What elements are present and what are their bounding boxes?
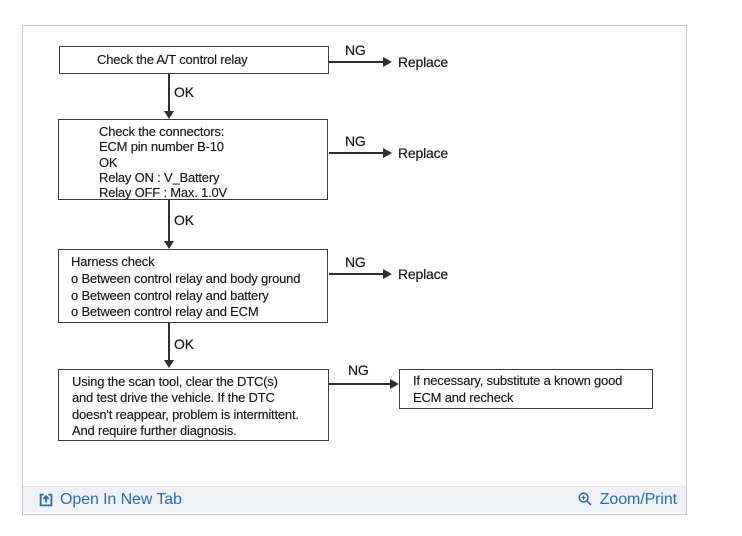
open-in-new-tab-icon bbox=[38, 492, 54, 508]
box-line: o Between control relay and body ground bbox=[71, 270, 301, 286]
diagram-viewer: Check the A/T control relay NG Replace O… bbox=[22, 25, 687, 515]
ng-label-3: NG bbox=[345, 254, 366, 270]
ok-arrowhead-2 bbox=[164, 241, 174, 249]
ng-arrowhead-3 bbox=[383, 269, 392, 279]
open-in-new-tab-link[interactable]: Open In New Tab bbox=[38, 491, 182, 509]
box-line: o Between control relay and ECM bbox=[71, 304, 259, 320]
ng-label-1: NG bbox=[345, 42, 366, 58]
box-line: ECM pin number B-10 bbox=[99, 139, 224, 155]
box-line: Harness check bbox=[71, 254, 155, 269]
zoom-print-link[interactable]: Zoom/Print bbox=[577, 491, 677, 509]
zoom-print-label: Zoom/Print bbox=[599, 490, 677, 508]
flowchart-step-clear-dtc: Using the scan tool, clear the DTC(s) an… bbox=[58, 369, 329, 441]
ok-arrowhead-1 bbox=[164, 111, 174, 119]
flowchart-step-check-relay: Check the A/T control relay bbox=[59, 46, 329, 74]
box-line: Relay OFF : Max. 1.0V bbox=[99, 185, 228, 200]
ng-arrow-line-1 bbox=[329, 61, 383, 63]
box-line: Check the A/T control relay bbox=[97, 52, 248, 67]
ok-arrow-line-2 bbox=[168, 200, 170, 242]
open-in-new-tab-label: Open In New Tab bbox=[60, 490, 182, 508]
ok-arrow-line-3 bbox=[168, 323, 170, 361]
ng-arrow-line-3 bbox=[329, 273, 383, 275]
zoom-magnifier-icon bbox=[577, 491, 594, 508]
replace-label-2: Replace bbox=[398, 145, 448, 161]
ng-arrowhead-1 bbox=[383, 57, 392, 67]
box-line: and test drive the vehicle. If the DTC bbox=[72, 390, 275, 406]
box-line: o Between control relay and battery bbox=[71, 287, 269, 303]
ng-label-4: NG bbox=[348, 362, 369, 378]
replace-label-1: Replace bbox=[398, 54, 448, 70]
ng-arrow-line-4 bbox=[329, 383, 390, 385]
viewer-footer-bar: Open In New Tab Zoom/Print bbox=[23, 486, 686, 512]
box-line: OK bbox=[99, 154, 118, 170]
box-line: ECM and recheck bbox=[413, 389, 514, 405]
box-line: If necessary, substitute a known good bbox=[413, 373, 623, 388]
flowchart-step-harness-check: Harness check o Between control relay an… bbox=[58, 249, 328, 323]
ng-arrowhead-2 bbox=[383, 148, 392, 158]
flowchart-step-substitute-ecm: If necessary, substitute a known good EC… bbox=[399, 369, 653, 409]
ok-arrow-line-1 bbox=[168, 74, 170, 111]
ok-arrowhead-3 bbox=[164, 360, 174, 368]
ng-arrowhead-4 bbox=[390, 379, 399, 389]
ok-label-2: OK bbox=[174, 212, 194, 228]
ok-label-1: OK bbox=[174, 84, 194, 100]
ng-label-2: NG bbox=[345, 133, 366, 149]
box-line: Relay ON : V_Battery bbox=[99, 169, 220, 185]
box-line: doesn't reappear, problem is intermitten… bbox=[72, 406, 299, 422]
box-line: Using the scan tool, clear the DTC(s) bbox=[72, 374, 278, 389]
flowchart-canvas: Check the A/T control relay NG Replace O… bbox=[23, 26, 686, 514]
box-line: Check the connectors: bbox=[99, 124, 225, 139]
box-line: And require further diagnosis. bbox=[72, 423, 237, 439]
flowchart-step-check-connectors: Check the connectors: ECM pin number B-1… bbox=[58, 119, 328, 200]
replace-label-3: Replace bbox=[398, 266, 448, 282]
ng-arrow-line-2 bbox=[329, 152, 383, 154]
ok-label-3: OK bbox=[174, 336, 194, 352]
